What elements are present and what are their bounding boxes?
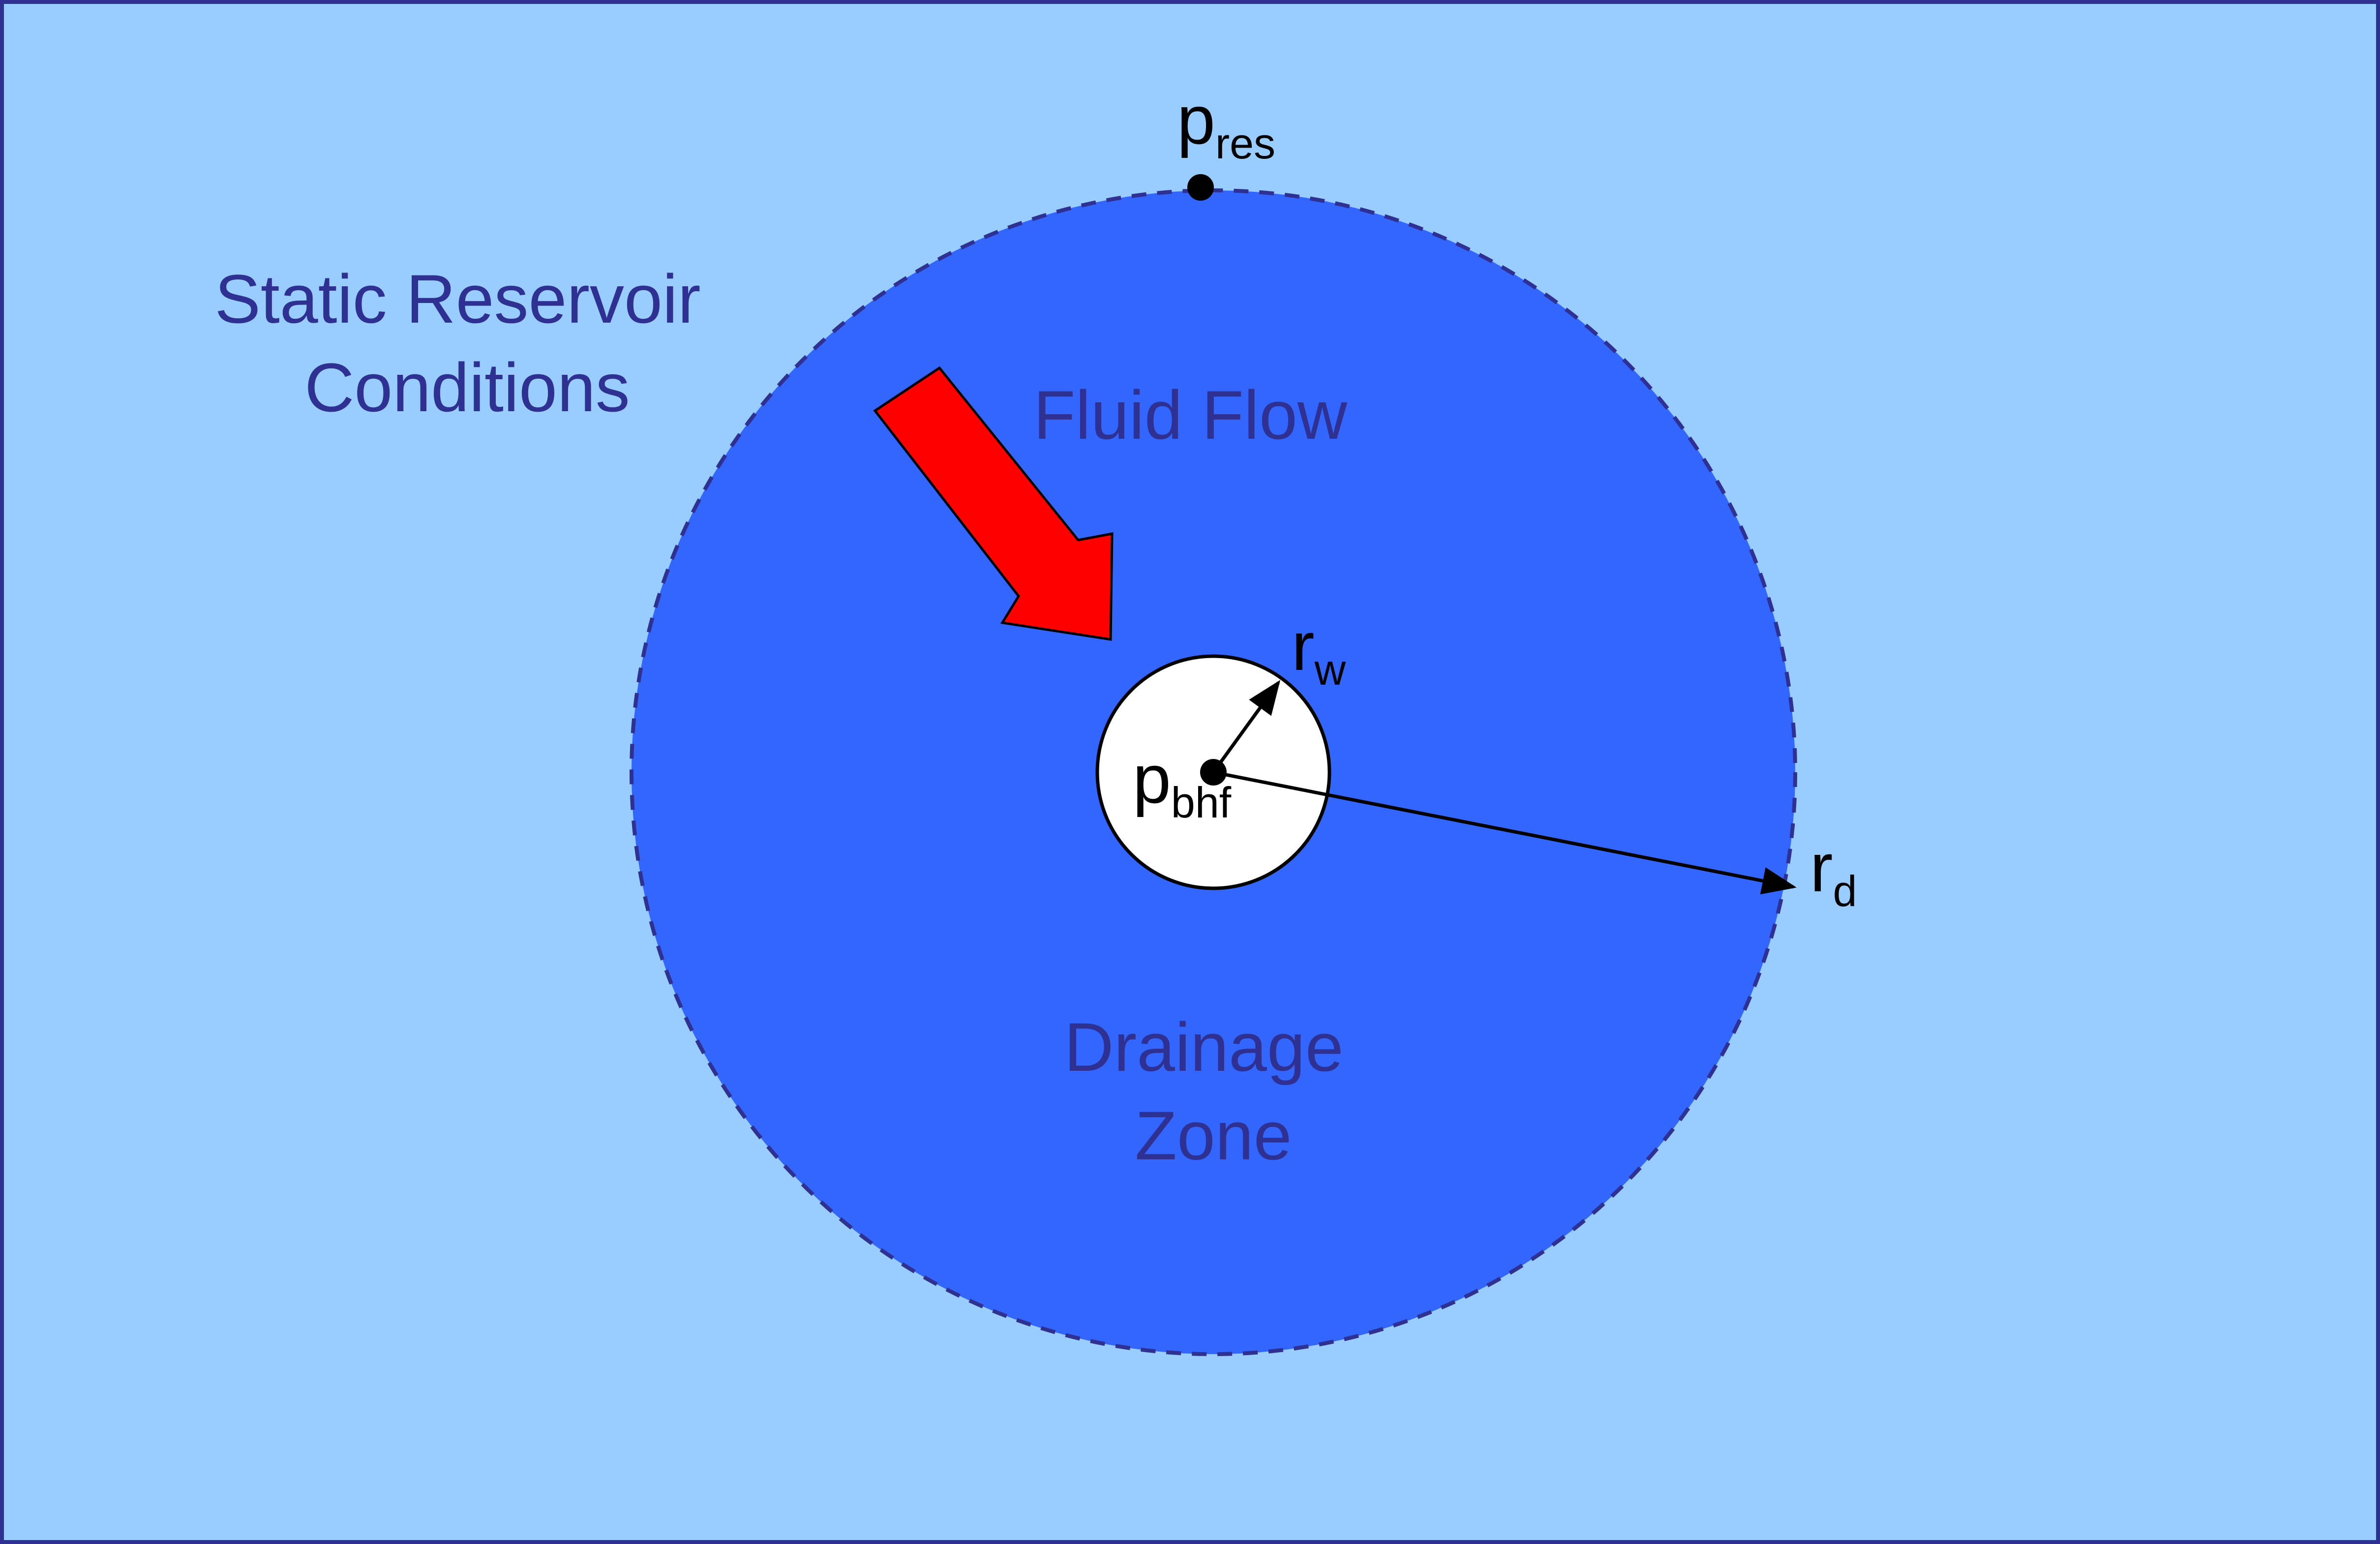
fluid-flow-label: Fluid Flow xyxy=(1033,376,1348,454)
drainage-radius-label: rd xyxy=(1810,829,1857,915)
p-res-base: p xyxy=(1177,81,1215,158)
p-bhf-subscript: bhf xyxy=(1171,778,1232,827)
reservoir-pressure-label: pres xyxy=(1177,81,1275,168)
reservoir-pressure-point xyxy=(1187,174,1214,201)
p-res-subscript: res xyxy=(1215,119,1275,168)
r-d-base: r xyxy=(1810,829,1833,906)
wellbore-center-point xyxy=(1200,759,1227,786)
r-w-base: r xyxy=(1292,607,1315,685)
static-conditions-line2: Conditions xyxy=(304,349,630,426)
r-w-subscript: w xyxy=(1314,645,1346,694)
bottomhole-pressure-label: pbhf xyxy=(1133,740,1232,827)
drainage-zone-line2: Zone xyxy=(1135,1097,1292,1174)
wellbore-radius-label: rw xyxy=(1292,607,1346,694)
static-conditions-label: Static Reservoir Conditions xyxy=(215,260,720,426)
r-d-subscript: d xyxy=(1833,867,1857,915)
p-bhf-base: p xyxy=(1133,740,1171,817)
drainage-zone-line1: Drainage xyxy=(1064,1008,1343,1086)
static-conditions-line1: Static Reservoir xyxy=(215,260,701,337)
drainage-radius-line xyxy=(1213,770,1797,895)
wellbore-radius-line xyxy=(1212,680,1281,774)
arrow-down-right-icon xyxy=(873,366,1114,641)
drainage-zone-label: Drainage Zone xyxy=(1064,1008,1362,1174)
